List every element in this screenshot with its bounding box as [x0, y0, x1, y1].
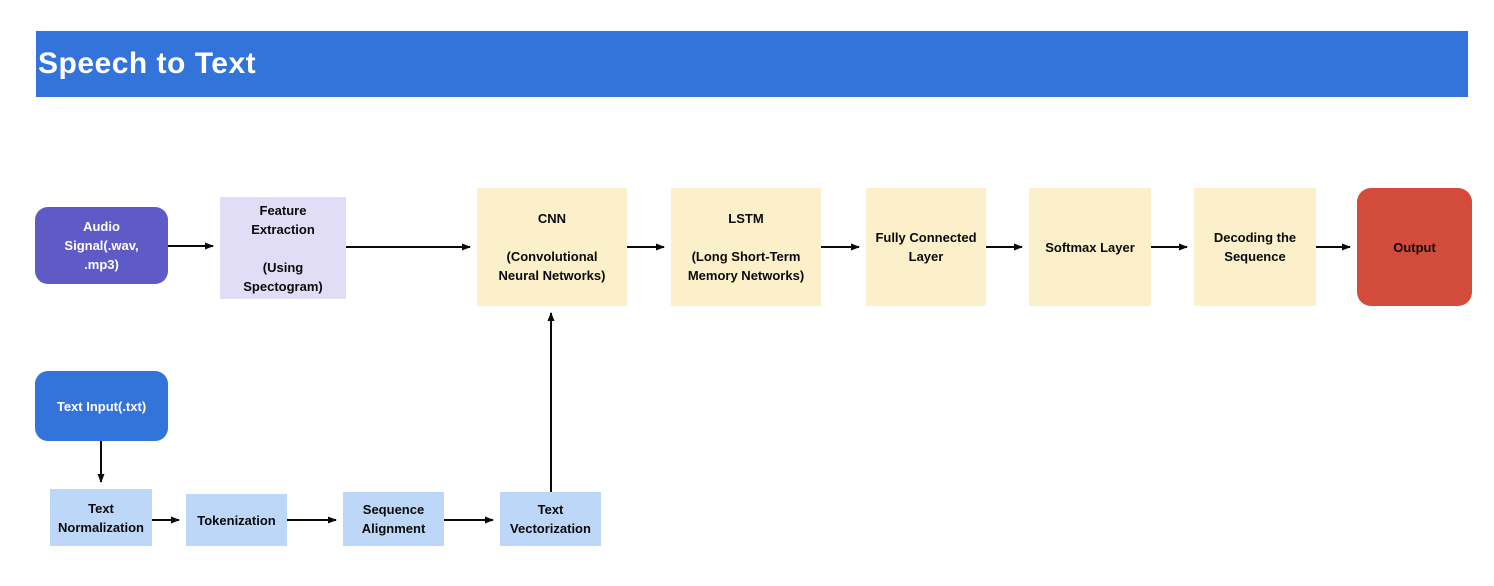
node-feature-extraction: Feature Extraction (Using Spectogram): [220, 197, 346, 299]
node-audio-signal: Audio Signal(.wav, .mp3): [35, 207, 168, 284]
node-sequence-alignment: Sequence Alignment: [343, 492, 444, 546]
node-text-normalization: Text Normalization: [50, 489, 152, 546]
node-fully-connected-layer: Fully Connected Layer: [866, 188, 986, 306]
node-cnn-label: CNN (Convolutional Neural Networks): [498, 211, 606, 283]
node-audio-signal-label: Audio Signal(.wav, .mp3): [64, 219, 139, 272]
node-cnn: CNN (Convolutional Neural Networks): [477, 188, 627, 306]
node-sequence-alignment-label: Sequence Alignment: [361, 502, 426, 536]
page-title: Speech to Text: [38, 47, 257, 80]
node-softmax-layer: Softmax Layer: [1029, 188, 1151, 306]
node-text-vectorization-label: Text Vectorization: [510, 502, 591, 536]
node-feature-extraction-label: Feature Extraction (Using Spectogram): [243, 202, 323, 294]
node-text-input-label: Text Input(.txt): [56, 398, 147, 414]
node-fully-connected-layer-label: Fully Connected Layer: [875, 230, 977, 264]
node-text-input: Text Input(.txt): [35, 371, 168, 441]
node-lstm: LSTM (Long Short-Term Memory Networks): [671, 188, 821, 306]
node-output-label: Output: [1393, 239, 1436, 255]
node-output: Output: [1357, 188, 1472, 306]
node-tokenization: Tokenization: [186, 494, 287, 546]
node-decoding-sequence-label: Decoding the Sequence: [1213, 230, 1297, 264]
header-bar: Speech to Text: [36, 31, 1468, 97]
node-text-vectorization: Text Vectorization: [500, 492, 601, 546]
node-decoding-sequence: Decoding the Sequence: [1194, 188, 1316, 306]
node-softmax-layer-label: Softmax Layer: [1045, 239, 1135, 255]
node-tokenization-label: Tokenization: [197, 512, 276, 528]
node-lstm-label: LSTM (Long Short-Term Memory Networks): [687, 211, 805, 283]
node-text-normalization-label: Text Normalization: [58, 500, 144, 535]
